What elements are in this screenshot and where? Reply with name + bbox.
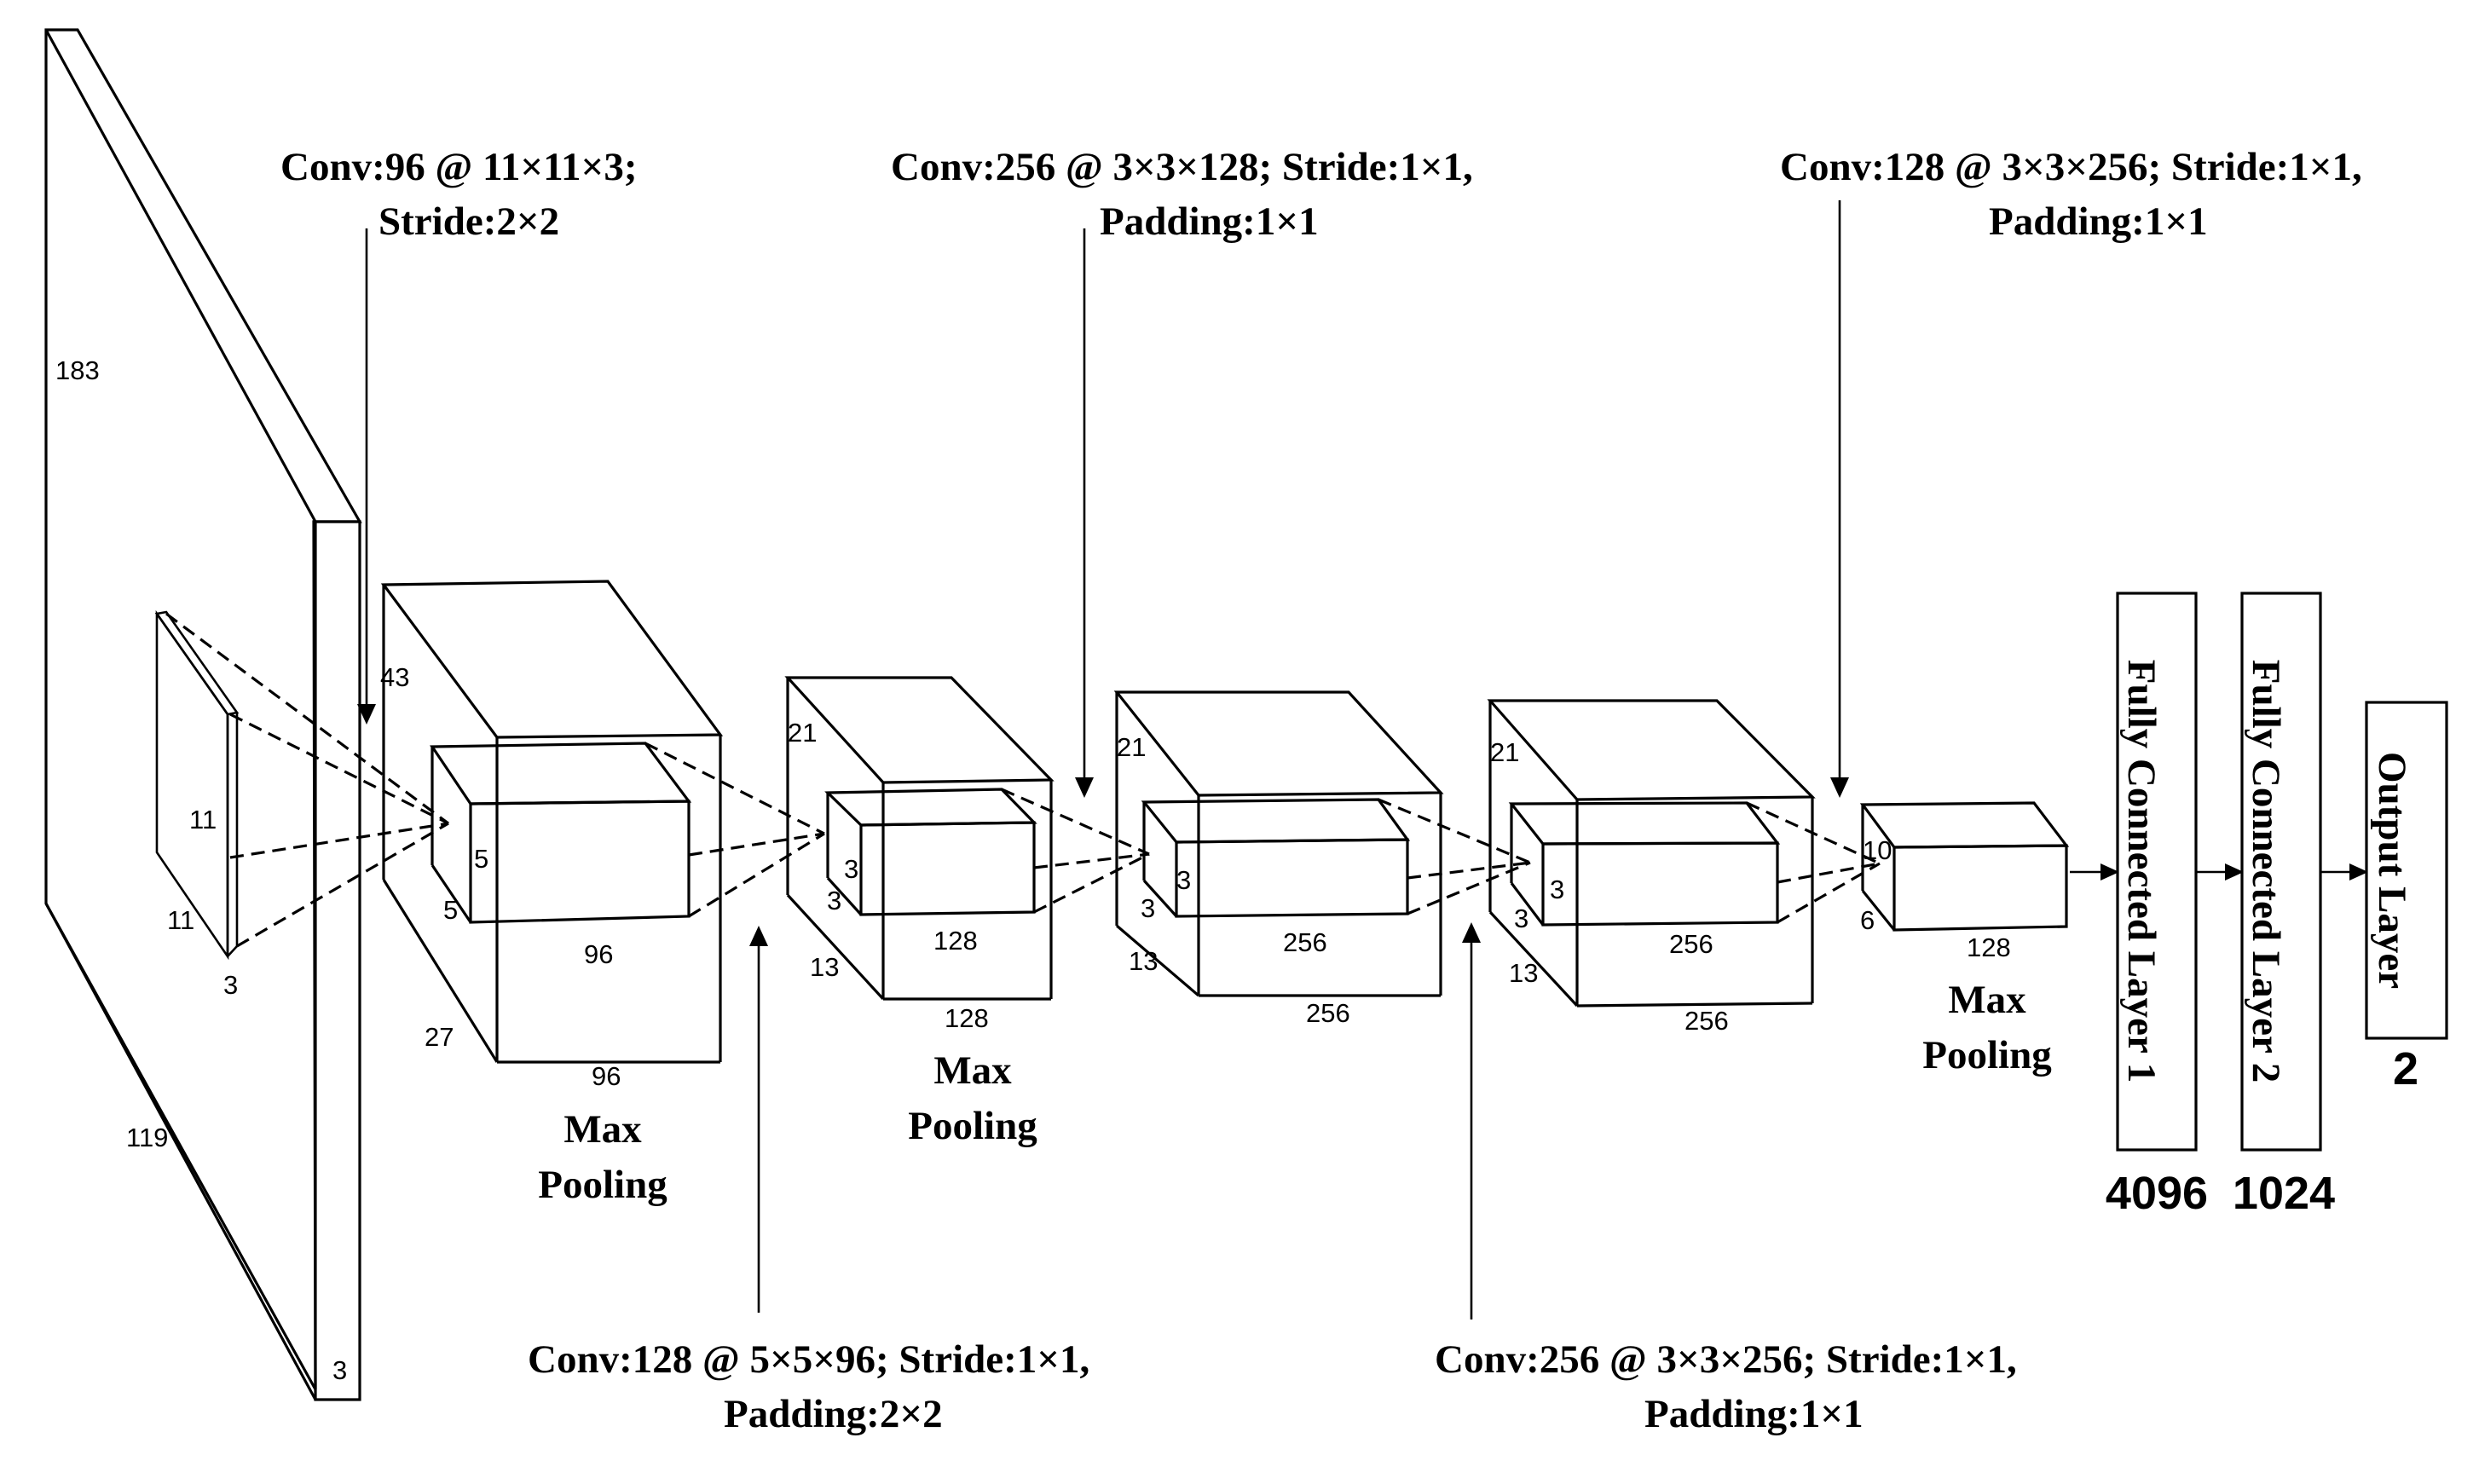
kernel-1 <box>430 742 692 924</box>
feature-map-1 <box>380 580 724 1064</box>
input-width-label: 119 <box>126 1123 168 1152</box>
block4-depth-label: 256 <box>1684 1006 1729 1036</box>
output-layer-label: Output Layer <box>2370 752 2414 989</box>
fc-layer-2-units: 1024 <box>2233 1168 2335 1219</box>
kernel1-height-label: 5 <box>474 844 488 874</box>
block1-width-label: 27 <box>425 1022 454 1052</box>
conv3-caption-line1: Conv:256 @ 3×3×128; Stride:1×1, <box>891 145 1473 189</box>
conv4-caption-line2: Padding:1×1 <box>1644 1392 1864 1436</box>
pool2-caption-line2: Pooling <box>908 1104 1037 1148</box>
pool3-caption-line1: Max <box>1948 978 2026 1022</box>
conv5-caption-line2: Padding:1×1 <box>1989 199 2208 244</box>
kernel3-depth-label: 256 <box>1283 927 1327 957</box>
input-depth-label: 3 <box>332 1355 347 1385</box>
kernel2-height-label: 3 <box>844 854 858 884</box>
block5-depth-label: 128 <box>1967 933 2011 962</box>
kernel4-depth-label: 256 <box>1669 929 1713 959</box>
kernel1-depth-label: 96 <box>584 939 613 969</box>
kernel3-height-label: 3 <box>1176 865 1191 895</box>
input-kernel <box>154 609 240 961</box>
block3-width-label: 13 <box>1129 946 1158 976</box>
input-kernel-depth-label: 3 <box>223 970 238 1000</box>
fc-arrows <box>2070 863 2368 881</box>
kernel-3 <box>1141 798 1411 918</box>
conv2-caption-line1: Conv:128 @ 5×5×96; Stride:1×1, <box>528 1337 1089 1382</box>
kernel1-width-label: 5 <box>443 895 458 925</box>
pool3-caption-line2: Pooling <box>1922 1033 2052 1077</box>
input-kernel-height-label: 11 <box>189 805 217 834</box>
fc-layer-2: Fully Connected Layer 2 <box>2240 592 2322 1152</box>
pool2-caption-line1: Max <box>933 1048 1012 1093</box>
output-layer: Output Layer <box>2365 701 2448 1040</box>
block1-depth-label: 96 <box>592 1061 621 1091</box>
block1-height-label: 43 <box>380 662 409 692</box>
projection-lines <box>165 612 1881 948</box>
feature-map-5 <box>1859 801 2070 932</box>
block2-height-label: 21 <box>788 718 817 748</box>
conv3-caption-line2: Padding:1×1 <box>1100 199 1319 244</box>
conv-arrows <box>357 200 1849 1319</box>
kernel4-height-label: 3 <box>1550 875 1564 904</box>
conv1-caption-line1: Conv:96 @ 11×11×3; <box>280 145 637 189</box>
input-side-face <box>314 520 361 1401</box>
feature-map-3 <box>1113 690 1444 997</box>
conv1-caption-line2: Stride:2×2 <box>378 199 559 244</box>
input-kernel-width-label: 11 <box>167 905 194 935</box>
block5-height-label: 10 <box>1863 835 1892 865</box>
block5-width-label: 6 <box>1860 905 1875 935</box>
pool1-caption-line2: Pooling <box>538 1163 667 1207</box>
block3-depth-label: 256 <box>1306 998 1350 1028</box>
kernel3-width-label: 3 <box>1141 893 1155 923</box>
fc-layer-1: Fully Connected Layer 1 <box>2116 592 2198 1152</box>
fc-layer-1-label: Fully Connected Layer 1 <box>2119 660 2164 1083</box>
block4-height-label: 21 <box>1490 737 1519 767</box>
input-height-label: 183 <box>55 355 100 385</box>
block2-width-label: 13 <box>810 952 839 982</box>
kernel2-depth-label: 128 <box>933 926 978 956</box>
fc-layer-2-label: Fully Connected Layer 2 <box>2244 660 2288 1083</box>
feature-map-2 <box>784 676 1055 1001</box>
block3-height-label: 21 <box>1117 732 1146 762</box>
kernel4-width-label: 3 <box>1514 904 1528 933</box>
pool1-caption-line1: Max <box>563 1107 642 1152</box>
block4-width-label: 13 <box>1509 958 1538 988</box>
input-volume <box>44 28 362 1401</box>
conv4-caption-line1: Conv:256 @ 3×3×256; Stride:1×1, <box>1435 1337 2017 1382</box>
block2-depth-label: 128 <box>945 1003 989 1033</box>
output-layer-units: 2 <box>2393 1043 2418 1094</box>
conv5-caption-line1: Conv:128 @ 3×3×256; Stride:1×1, <box>1780 145 2362 189</box>
conv2-caption-line2: Padding:2×2 <box>724 1392 943 1436</box>
feature-map-4 <box>1487 699 1816 1008</box>
kernel-2 <box>824 788 1037 916</box>
kernel2-width-label: 3 <box>827 886 841 915</box>
kernel-4 <box>1508 801 1781 927</box>
fc-layer-1-units: 4096 <box>2106 1168 2208 1219</box>
input-front-face <box>44 28 362 1390</box>
